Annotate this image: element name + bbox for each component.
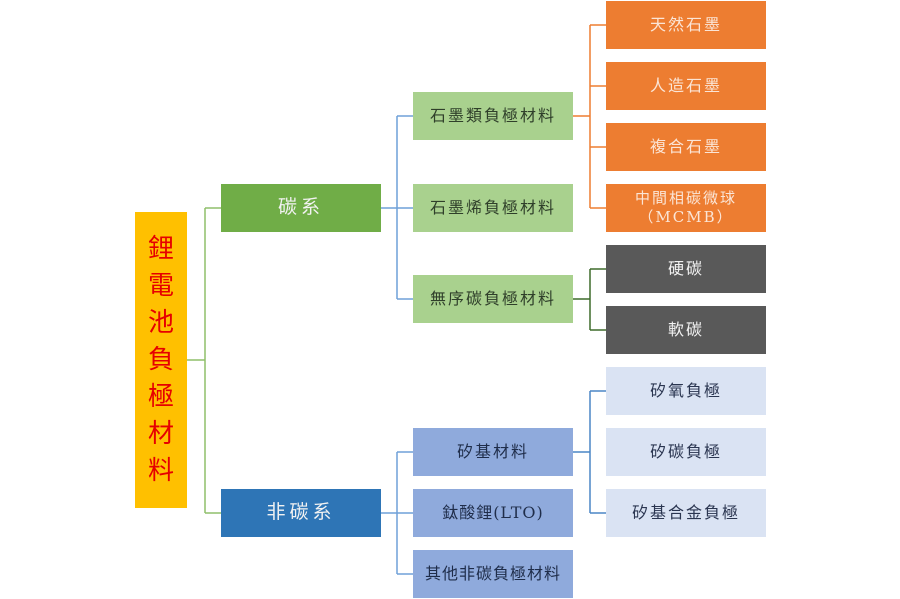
- node-graphene: 石墨烯負極材料: [413, 184, 573, 232]
- node-carbon: 碳系: [221, 184, 381, 232]
- root-char: 料: [147, 455, 174, 486]
- leaf-silicon-carbon-anode: 矽碳負極: [606, 428, 766, 476]
- leaf-mcmb: 中間相碳微球 （MCMB）: [606, 184, 766, 232]
- node-other-noncarbon: 其他非碳負極材料: [413, 550, 573, 598]
- silicon-connectors: [573, 390, 606, 514]
- root-node: 鋰 電 池 負 極 材 料: [135, 212, 187, 508]
- root-connectors: [187, 207, 221, 514]
- node-silicon-based: 矽基材料: [413, 428, 573, 476]
- root-char: 極: [147, 381, 174, 412]
- node-noncarbon: 非碳系: [221, 489, 381, 537]
- leaf-silicon-alloy-anode: 矽基合金負極: [606, 489, 766, 537]
- root-char: 材: [147, 418, 174, 449]
- leaf-silicon-oxide-anode: 矽氧負極: [606, 367, 766, 415]
- noncarbon-connectors: [381, 451, 413, 575]
- root-char: 池: [147, 307, 174, 338]
- leaf-composite-graphite: 複合石墨: [606, 123, 766, 171]
- root-char: 電: [147, 270, 174, 301]
- leaf-soft-carbon: 軟碳: [606, 306, 766, 354]
- leaf-natural-graphite: 天然石墨: [606, 1, 766, 49]
- amorphous-connectors: [573, 268, 606, 331]
- leaf-artificial-graphite: 人造石墨: [606, 62, 766, 110]
- root-char: 負: [147, 344, 174, 375]
- node-lto: 鈦酸鋰(LTO): [413, 489, 573, 537]
- leaf-hard-carbon: 硬碳: [606, 245, 766, 293]
- carbon-connectors: [381, 115, 413, 300]
- node-amorphous-carbon: 無序碳負極材料: [413, 275, 573, 323]
- graphite-connectors: [573, 24, 606, 209]
- root-char: 鋰: [147, 233, 174, 264]
- node-graphite: 石墨類負極材料: [413, 92, 573, 140]
